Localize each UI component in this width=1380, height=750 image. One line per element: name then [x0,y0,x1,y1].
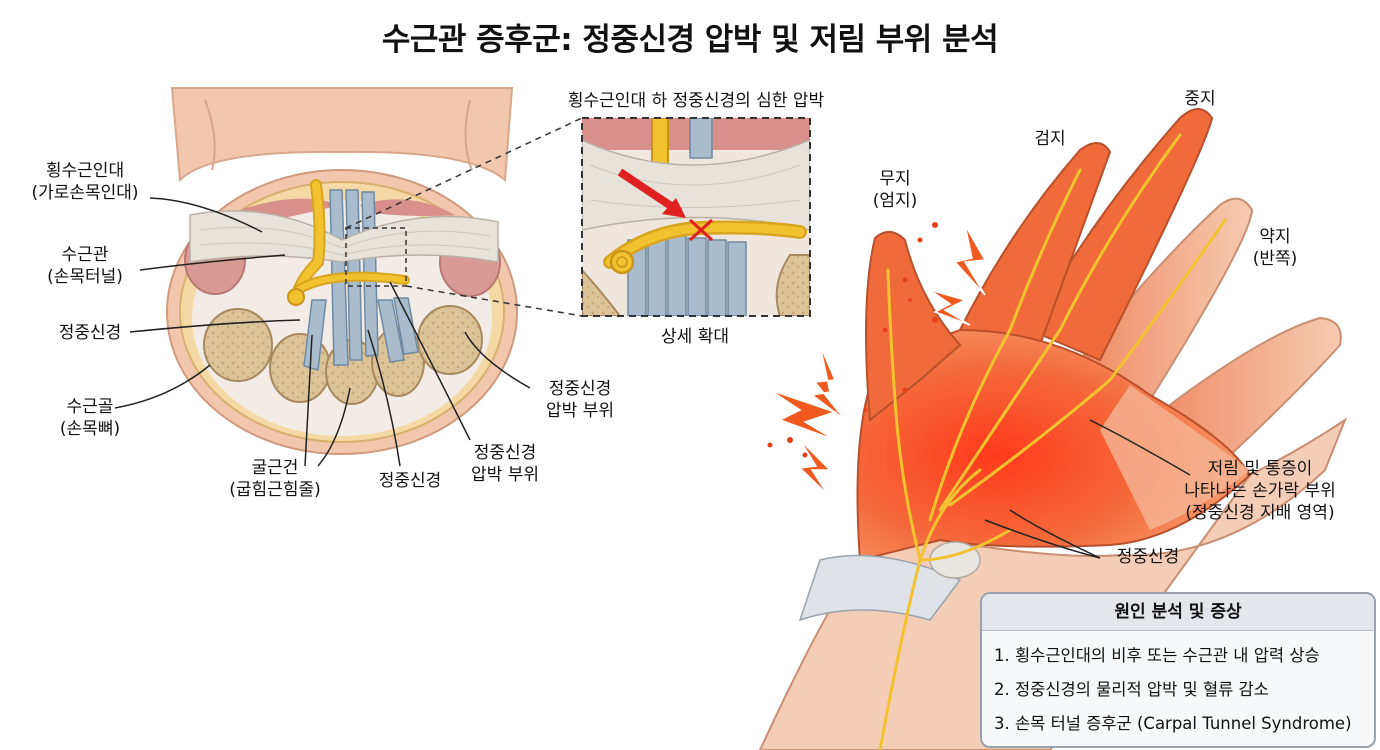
label-middle: 중지 [1184,89,1216,109]
transverse-carpal-ligament [189,210,499,263]
label-index: 검지 [1034,129,1066,149]
label-median-nerve-left: 정중신경 [58,323,122,343]
label-flexor-tendons: 굴근건(굽힘근힘줄) [229,458,321,500]
median-nerve-hand [878,133,1227,750]
carpal-bones [203,305,483,405]
label-transverse-ligament: 횡수근인대(가로손목인대) [31,161,139,203]
info-box: 원인 분석 및 증상 1. 횡수근인대의 비후 또는 수근관 내 압력 상승 2… [980,592,1376,748]
label-carpal-tunnel: 수근관(손목터널) [47,245,123,287]
detail-caption: 상세 확대 [661,327,729,347]
wrist-cross-section [166,87,583,455]
detail-title: 횡수근인대 하 정중신경의 심한 압박 [567,91,825,111]
label-carpal-bones: 수근골(손목뼈) [59,397,121,439]
info-list: 1. 횡수근인대의 비후 또는 수근관 내 압력 상승 2. 정중신경의 물리적… [982,631,1374,741]
info-item: 1. 횡수근인대의 비후 또는 수근관 내 압력 상승 [994,646,1320,665]
label-thumb: 무지(엄지) [872,169,918,211]
info-item: 3. 손목 터널 증후군 (Carpal Tunnel Syndrome) [994,714,1352,733]
cross-section-leaders [114,197,531,467]
page-title: 수근관 증후군: 정중신경 압박 및 저림 부위 분석 [381,22,999,58]
hand-leaders [984,419,1191,559]
label-median-nerve-hand: 정중신경 [1116,547,1180,567]
label-median-nerve-bottom: 정중신경 [378,471,442,491]
inflammation-dots [767,222,938,458]
hand-illustration [758,108,1348,750]
info-box-title: 원인 분석 및 증상 [982,594,1374,631]
info-item: 2. 정중신경의 물리적 압박 및 혈류 감소 [994,680,1269,699]
detail-zoom [581,117,811,317]
lightning-bolts [769,224,987,496]
label-ring: 약지(반쪽) [1252,227,1298,269]
